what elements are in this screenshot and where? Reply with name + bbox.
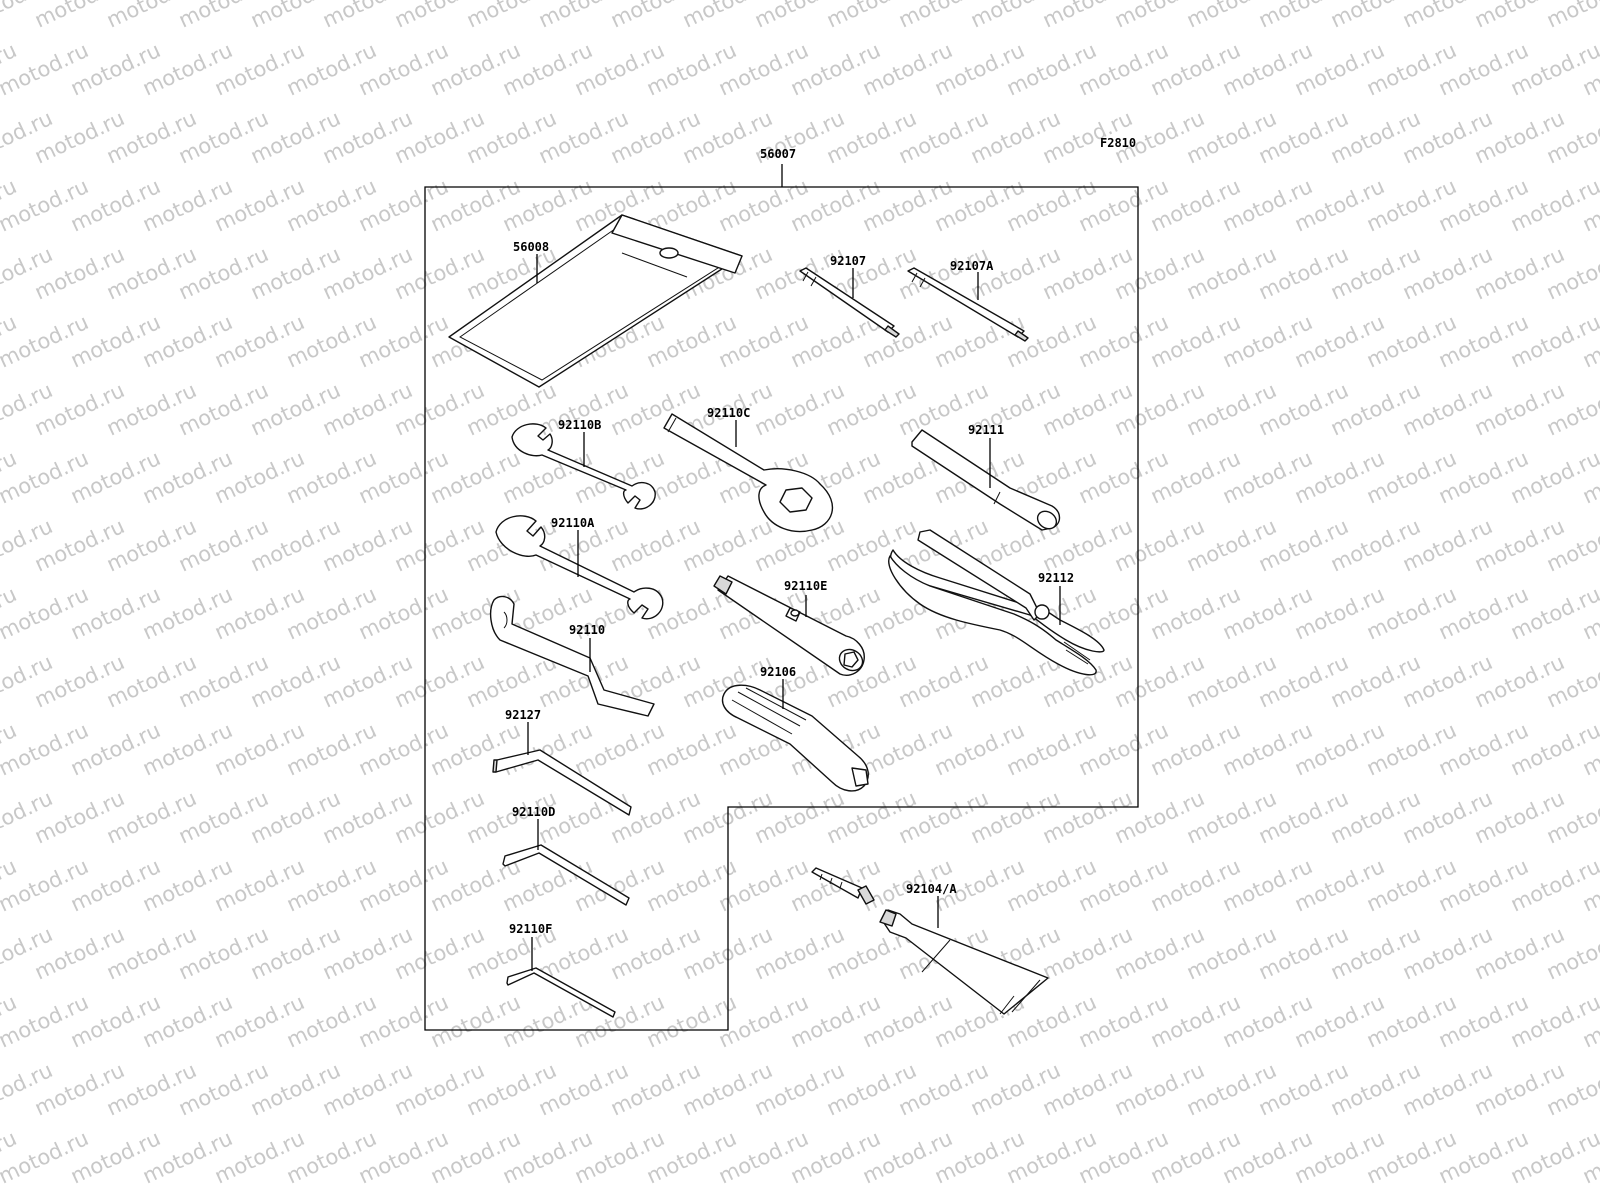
label-92110a: 92110A <box>551 516 595 530</box>
watermark-text: motod.ru <box>0 1194 56 1200</box>
kit-outline <box>424 186 1139 1031</box>
label-92111: 92111 <box>968 423 1004 437</box>
label-92112: 92112 <box>1038 571 1074 585</box>
label-92107: 92107 <box>830 254 866 268</box>
diagram-code: F2810 <box>1100 136 1136 150</box>
hex-key-large-icon[interactable] <box>492 749 632 816</box>
screwdriver-bit-a-icon[interactable] <box>907 267 1029 342</box>
watermark-text: motod.ru <box>1543 0 1600 33</box>
ring-spanner-icon[interactable] <box>663 413 834 533</box>
spark-plug-socket-icon[interactable] <box>713 575 866 676</box>
grease-tube-icon[interactable] <box>811 867 1049 1015</box>
screwdriver-handle-icon[interactable] <box>721 684 869 792</box>
label-92127: 92127 <box>505 708 541 722</box>
hex-key-small-icon[interactable] <box>506 967 616 1018</box>
label-92110b: 92110B <box>558 418 601 432</box>
label-92110f: 92110F <box>509 922 552 936</box>
label-56008: 56008 <box>513 240 549 254</box>
hook-spanner-icon[interactable] <box>489 595 655 717</box>
label-92106: 92106 <box>760 665 796 679</box>
handle-tube-icon[interactable] <box>911 429 1061 532</box>
label-92104a: 92104/A <box>906 882 957 896</box>
pliers-icon[interactable] <box>888 529 1105 676</box>
open-wrench-large-icon[interactable] <box>495 515 664 620</box>
label-92110: 92110 <box>569 623 605 637</box>
label-92110e: 92110E <box>784 579 827 593</box>
screwdriver-bit-icon[interactable] <box>799 267 900 338</box>
label-92107a: 92107A <box>950 259 994 273</box>
label-92110c: 92110C <box>707 406 750 420</box>
label-92110d: 92110D <box>512 805 555 819</box>
hex-key-medium-icon[interactable] <box>502 844 630 906</box>
kit-number-label: 56007 <box>760 147 796 161</box>
tool-bag-icon[interactable] <box>448 214 743 388</box>
